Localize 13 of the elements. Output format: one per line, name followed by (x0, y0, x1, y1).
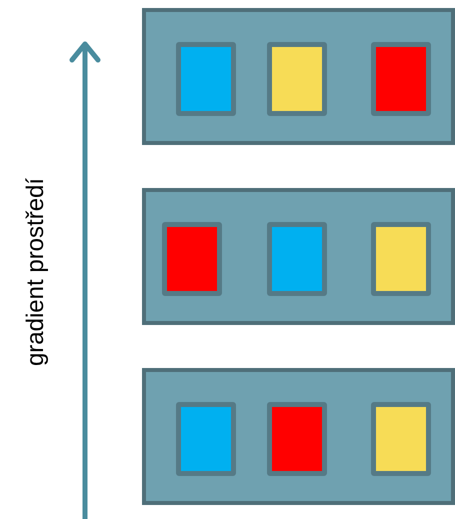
square-tile (267, 42, 327, 116)
band-panel (142, 368, 455, 505)
square-tile (176, 402, 236, 476)
square-tile (267, 402, 327, 476)
square-tile (267, 222, 327, 296)
band-panel (142, 8, 455, 145)
band-panel (142, 188, 455, 325)
axis-label: gradient prostředí (22, 178, 50, 366)
square-tile (371, 222, 431, 296)
square-tile (176, 42, 236, 116)
square-tile (162, 222, 222, 296)
square-tile (371, 402, 431, 476)
square-tile (371, 42, 431, 116)
